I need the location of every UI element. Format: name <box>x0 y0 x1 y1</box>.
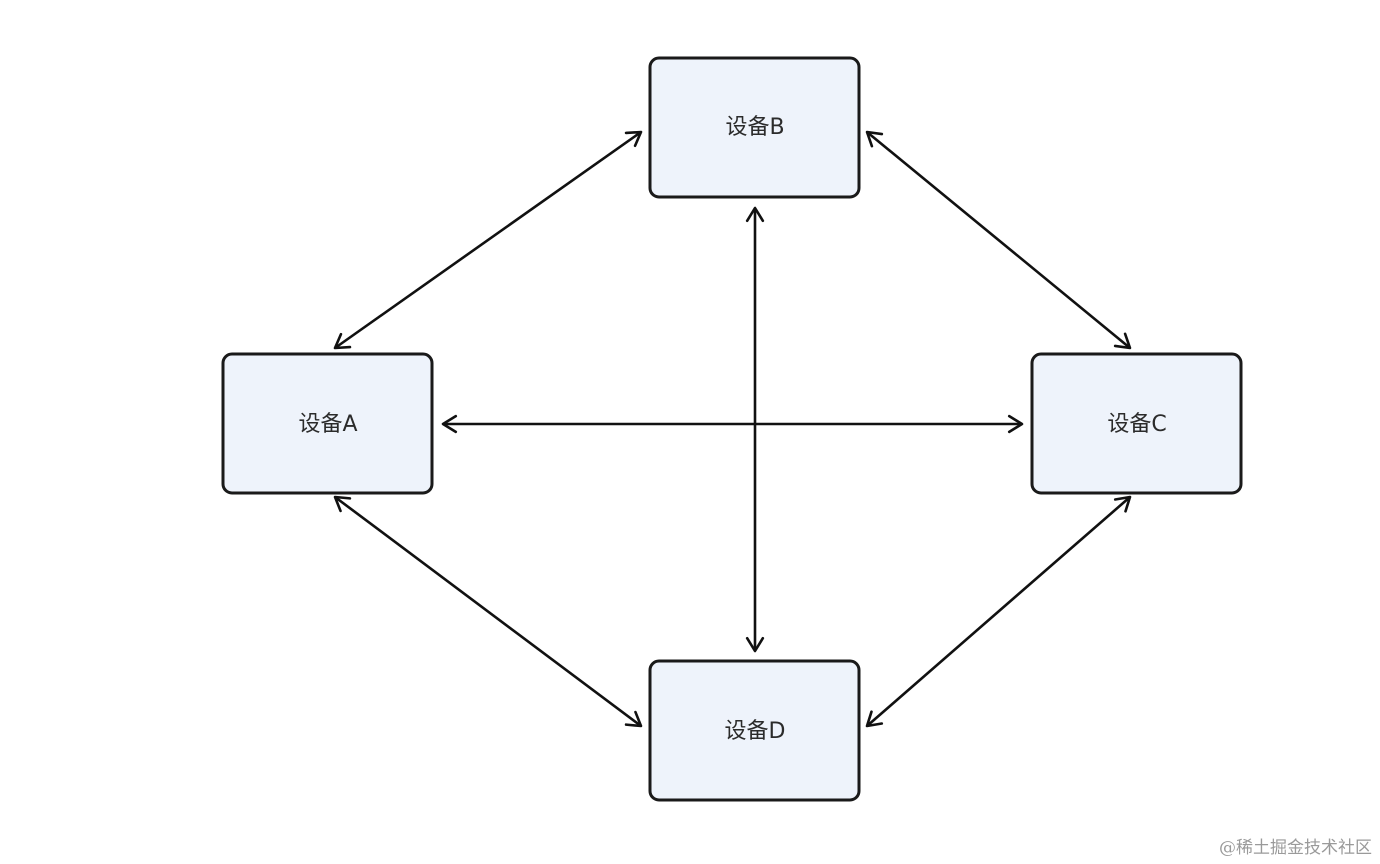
edge-c-d-arrowhead-end <box>865 710 884 728</box>
node-label-a: 设备A <box>298 412 357 437</box>
edge-b-c-arrowhead-start <box>865 130 884 148</box>
watermark-text: @稀土掘金技术社区 <box>1219 838 1372 858</box>
edge-a-b-arrowhead-end <box>624 130 643 148</box>
arrowheads <box>333 130 1132 728</box>
edge-a-d-arrowhead-end <box>624 710 643 728</box>
edge-a-c-arrowhead-start <box>441 414 458 434</box>
edge-b-d-arrowhead-start <box>745 206 765 223</box>
node-device-b[interactable]: 设备B <box>648 56 861 199</box>
edge-a-d <box>334 495 642 728</box>
edge-b-d-arrowhead-end <box>745 636 765 653</box>
node-device-d[interactable]: 设备D <box>648 659 861 802</box>
edge-a-d-arrowhead-start <box>333 495 352 513</box>
node-device-c[interactable]: 设备C <box>1030 352 1243 495</box>
node-box-c <box>1030 352 1243 495</box>
node-box-d <box>648 659 861 802</box>
edge-b-c <box>866 130 1131 350</box>
edge-a-c-arrowhead-end <box>1007 414 1024 434</box>
edge-c-d <box>866 496 1131 727</box>
node-box-a <box>221 352 434 495</box>
node-box-b <box>648 56 861 199</box>
edge-c-d-arrowhead-start <box>1113 495 1132 513</box>
node-label-b: 设备B <box>725 115 784 140</box>
edge-a-b-arrowhead-start <box>333 332 352 350</box>
node-label-c: 设备C <box>1107 412 1166 437</box>
node-label-d: 设备D <box>725 719 786 744</box>
node-device-a[interactable]: 设备A <box>221 352 434 495</box>
edge-a-b <box>334 130 642 350</box>
edge-b-c-arrowhead-end <box>1113 332 1132 350</box>
edges <box>334 130 1131 728</box>
